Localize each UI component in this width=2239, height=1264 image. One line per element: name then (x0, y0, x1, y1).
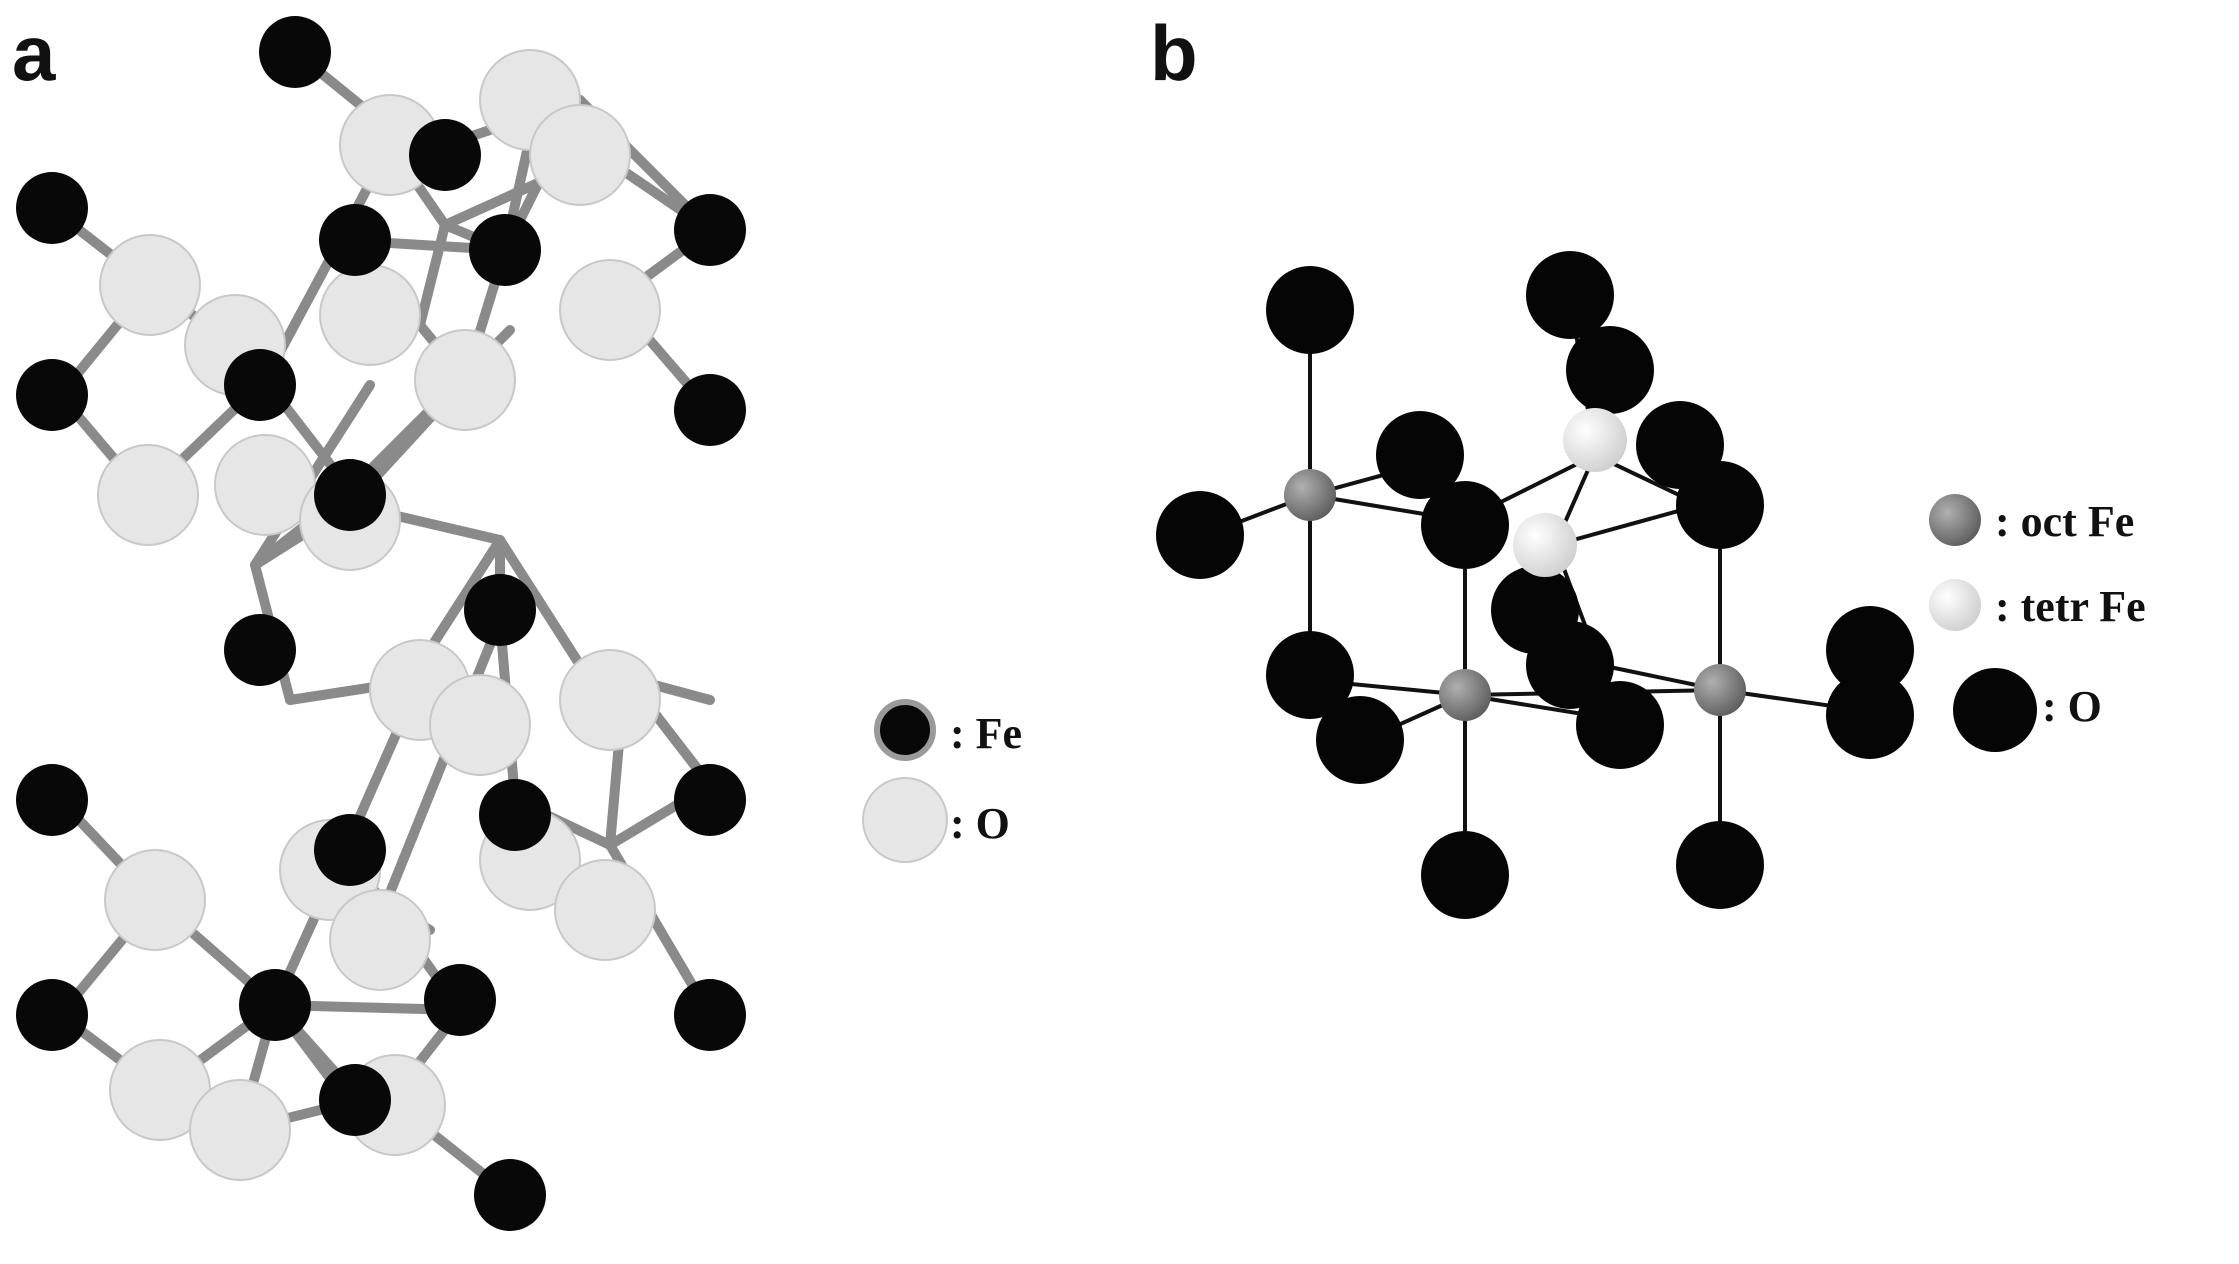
tetr-fe-atom (1513, 513, 1577, 577)
legend-fe-icon (874, 699, 936, 761)
o-atom-a (554, 859, 656, 961)
fe-atom-a (674, 979, 746, 1051)
legend-tetr-fe-icon (1929, 579, 1981, 631)
o-atom-a (559, 259, 661, 361)
fe-atom-a (674, 194, 746, 266)
o-atom-b (1421, 831, 1509, 919)
fe-atom-a (16, 359, 88, 431)
legend-o-icon (862, 777, 948, 863)
o-atom-b (1566, 326, 1654, 414)
fe-atom-a (424, 964, 496, 1036)
panel-label-a: a (12, 9, 56, 97)
oct-fe-atom (1439, 669, 1491, 721)
o-atom-a (189, 1079, 291, 1181)
o-atom-b (1826, 606, 1914, 694)
fe-atom-a (224, 614, 296, 686)
fe-atom-a (314, 459, 386, 531)
legend-oct-fe-icon (1929, 494, 1981, 546)
fe-atom-a (16, 172, 88, 244)
fe-atom-a (479, 779, 551, 851)
fe-atom-a (474, 1159, 546, 1231)
legend-o-b-icon (1953, 668, 2037, 752)
fe-atom-a (16, 764, 88, 836)
panel-b-fe-atoms-front (1439, 513, 1746, 721)
legend-o-b-label: : O (2042, 682, 2102, 731)
o-atom-a (414, 329, 516, 431)
o-atom-a (559, 649, 661, 751)
fe-atom-a (409, 119, 481, 191)
oct-fe-atom (1284, 469, 1336, 521)
o-atom-b (1156, 491, 1244, 579)
fe-atom-a (319, 1064, 391, 1136)
o-atom-b (1676, 821, 1764, 909)
o-atom-a (429, 674, 531, 776)
o-atom-b (1376, 411, 1464, 499)
legend-tetr-fe-label: : tetr Fe (1995, 582, 2146, 631)
o-atom-b (1526, 621, 1614, 709)
panel-b-fe-atoms (1284, 408, 1627, 521)
o-atom-a (97, 444, 199, 546)
o-atom-a (99, 234, 201, 336)
panel-b-o-atoms-front (1156, 266, 1914, 919)
fe-atom-a (224, 349, 296, 421)
legend-b (1929, 494, 2037, 752)
panel-b-o-atoms-back (1491, 251, 1914, 694)
fe-atom-a (469, 214, 541, 286)
panel-b-structure (1156, 251, 2037, 919)
o-atom-a (104, 849, 206, 951)
o-atom-b (1421, 481, 1509, 569)
fe-atom-a (239, 969, 311, 1041)
panel-a-fe-atoms (16, 16, 746, 1231)
fe-atom-a (319, 204, 391, 276)
fe-atom-a (674, 764, 746, 836)
fe-atom-a (314, 814, 386, 886)
fe-atom-a (674, 374, 746, 446)
o-atom-a (319, 264, 421, 366)
oct-fe-atom (1694, 664, 1746, 716)
o-atom-b (1576, 681, 1664, 769)
fe-atom-a (16, 979, 88, 1051)
legend-oct-fe-label: : oct Fe (1995, 497, 2135, 546)
o-atom-b (1266, 631, 1354, 719)
o-atom-b (1676, 461, 1764, 549)
o-atom-b (1316, 696, 1404, 784)
o-atom-b (1266, 266, 1354, 354)
legend-a (862, 699, 948, 863)
fe-atom-a (464, 574, 536, 646)
legend-o-label: : O (950, 799, 1010, 848)
o-atom-b (1826, 671, 1914, 759)
fe-atom-a (259, 16, 331, 88)
legend-fe-label: : Fe (950, 709, 1023, 758)
o-atom-a (529, 104, 631, 206)
o-atom-a (329, 889, 431, 991)
panel-label-b: b (1150, 9, 1198, 97)
panel-a-structure (16, 16, 948, 1231)
tetr-fe-atom (1563, 408, 1627, 472)
o-atom-b (1526, 251, 1614, 339)
